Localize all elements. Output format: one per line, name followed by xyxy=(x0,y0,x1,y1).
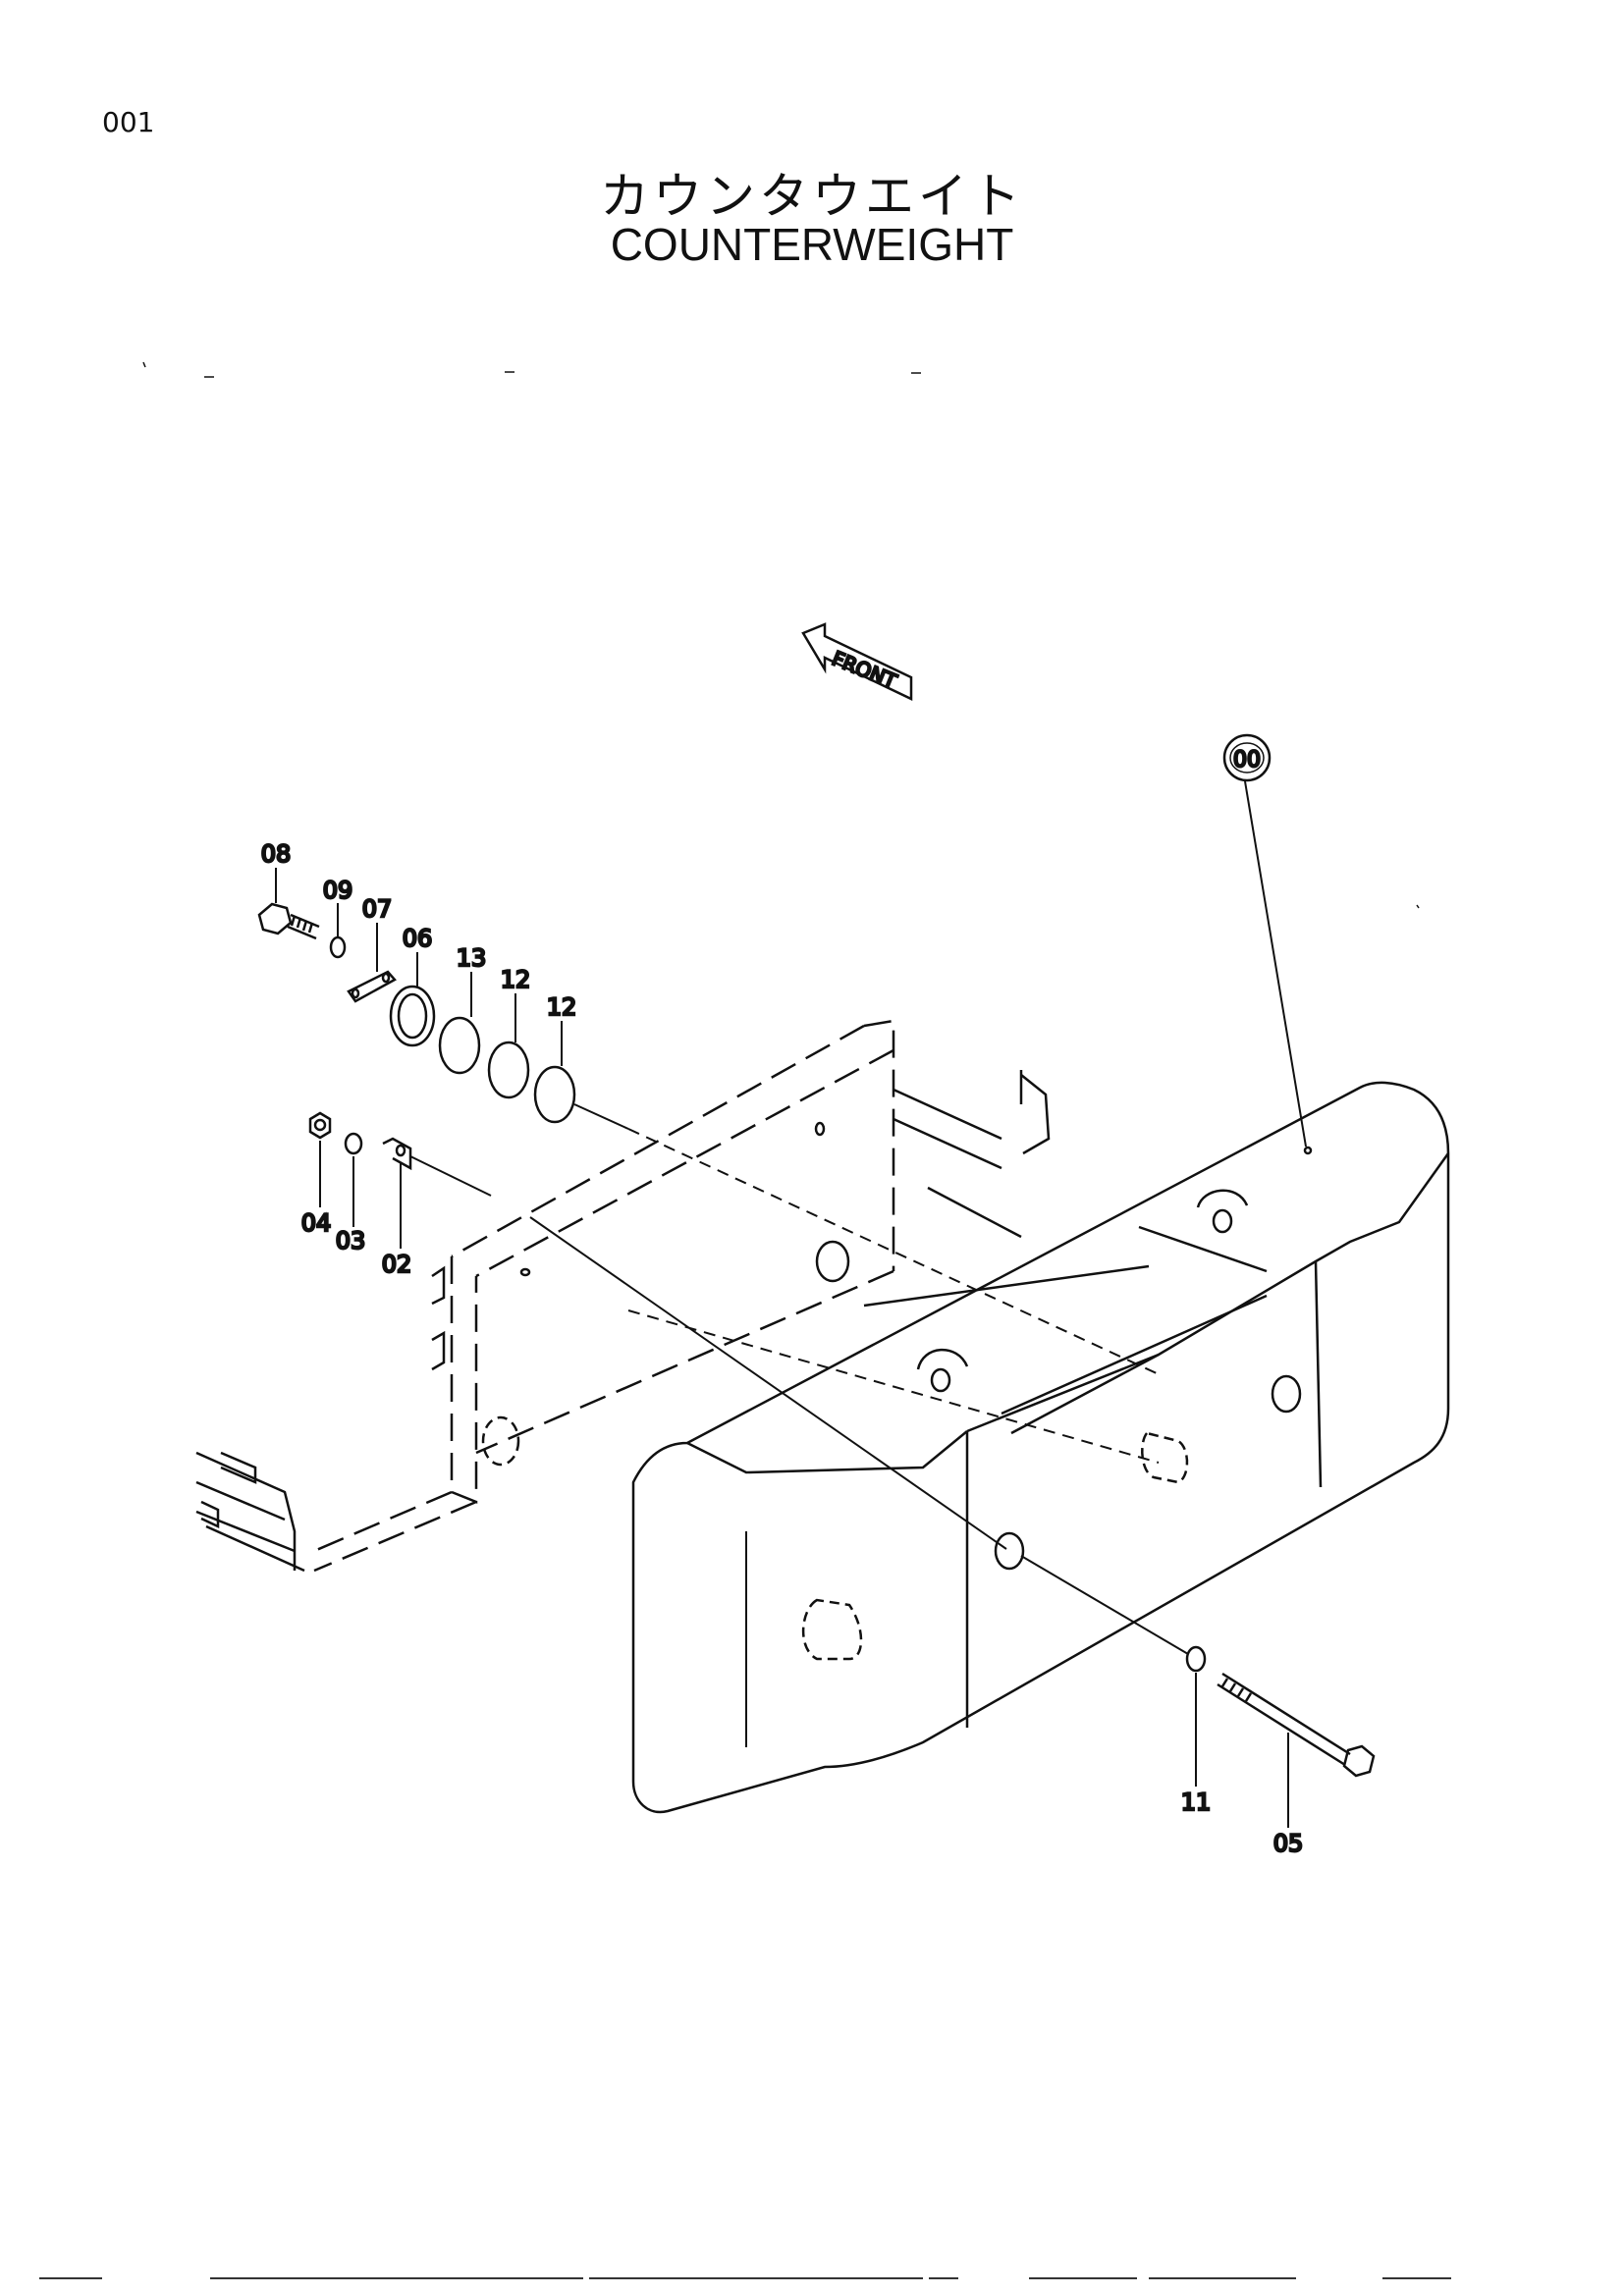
callout-00-label: 00 xyxy=(1233,748,1261,773)
part-shim-06 xyxy=(389,985,436,1047)
footer-rule-3 xyxy=(589,2277,923,2279)
callout-13-label: 13 xyxy=(457,944,487,972)
callout-leaders xyxy=(275,780,1307,1828)
part-bolt-08 xyxy=(257,902,320,940)
callout-12b-label: 12 xyxy=(547,993,577,1021)
part-shim-12a xyxy=(487,1041,530,1099)
counterweight-body xyxy=(631,1081,1450,1814)
footer-rule-7 xyxy=(1382,2277,1451,2279)
footer-rule-2 xyxy=(210,2277,583,2279)
part-bracket-02 xyxy=(382,1137,412,1171)
callout-07-label: 07 xyxy=(362,895,393,923)
footer-rule-5 xyxy=(1029,2277,1137,2279)
callout-00: 00 xyxy=(1222,733,1272,782)
footer-rule-6 xyxy=(1149,2277,1296,2279)
callout-12a-label: 12 xyxy=(501,966,531,993)
callout-05-label: 05 xyxy=(1273,1830,1304,1857)
footer-rule-4 xyxy=(929,2277,958,2279)
callout-08-label: 08 xyxy=(261,840,292,868)
part-washer-03 xyxy=(344,1132,363,1155)
part-bolt-05 xyxy=(1217,1672,1376,1778)
footer-rule-1 xyxy=(39,2277,102,2279)
callout-06-label: 06 xyxy=(403,925,433,952)
front-direction-arrow: FRONT xyxy=(801,622,913,701)
page-number: 001 xyxy=(102,106,155,138)
part-plate-07 xyxy=(347,970,397,1003)
assembly-lines xyxy=(409,1103,1189,1655)
part-washer-09 xyxy=(329,935,347,959)
part-shim-13 xyxy=(438,1016,481,1075)
callout-11-label: 11 xyxy=(1181,1789,1212,1816)
front-label: FRONT xyxy=(829,646,900,693)
part-nut-04 xyxy=(308,1111,332,1140)
scan-marks xyxy=(142,361,1420,909)
title-japanese: カウンタウエイト xyxy=(600,168,1024,225)
callout-03-label: 03 xyxy=(336,1227,366,1255)
callout-02-label: 02 xyxy=(382,1251,412,1278)
frame-outline xyxy=(195,1019,1051,1573)
title-english: COUNTERWEIGHT xyxy=(610,219,1014,270)
callout-04-label: 04 xyxy=(301,1209,332,1237)
part-shim-12b xyxy=(533,1065,576,1124)
callout-09-label: 09 xyxy=(323,877,353,904)
part-washer-11 xyxy=(1185,1645,1207,1673)
